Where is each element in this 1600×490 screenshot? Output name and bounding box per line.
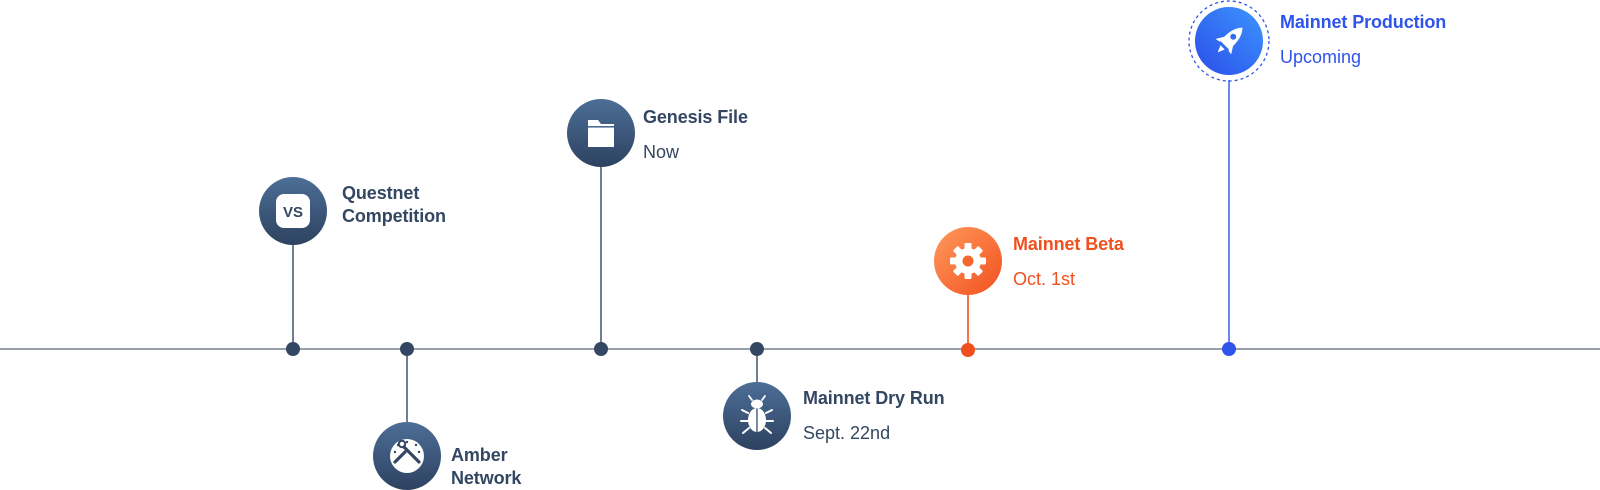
milestone-dot [594,342,608,356]
svg-text:VS: VS [283,204,303,221]
milestone-title: Mainnet Beta [1013,234,1124,254]
milestone-dot [750,342,764,356]
milestone-subtitle: Oct. 1st [1013,269,1076,289]
milestone-title: Mainnet Production [1280,12,1447,32]
milestone-dot [1222,342,1236,356]
label-beta: Mainnet Beta Oct. 1st [1013,233,1124,291]
vs-icon: VS [276,194,310,228]
gear-icon [950,243,986,279]
milestone-dot [400,342,414,356]
dashboard-tools-icon [390,439,424,473]
milestone-amber [373,342,441,490]
milestone-dot [286,342,300,356]
milestone-subtitle: Now [643,142,680,162]
milestone-beta [934,227,1002,357]
milestone-subtitle: Sept. 22nd [803,423,891,443]
milestone-subtitle: Upcoming [1280,47,1362,67]
milestone-title: Amber Network [451,445,522,488]
label-production: Mainnet Production Upcoming [1280,11,1446,69]
bug-icon [740,395,774,434]
milestone-production [1188,0,1270,356]
label-questnet: Questnet Competition [342,182,482,228]
milestone-title: Questnet Competition [342,183,446,226]
label-amber: Amber Network [451,444,531,490]
window-icon [588,120,614,147]
milestone-questnet: VS [259,177,327,356]
label-dryrun: Mainnet Dry Run Sept. 22nd [803,387,945,445]
milestone-genesis [567,99,635,356]
milestone-dryrun [723,342,791,450]
milestone-title: Mainnet Dry Run [803,388,945,408]
milestone-dot [961,343,975,357]
label-genesis: Genesis File Now [643,106,748,164]
rocket-icon [1215,27,1243,55]
milestone-title: Genesis File [643,107,748,127]
milestone-badge-ring [1188,0,1270,82]
